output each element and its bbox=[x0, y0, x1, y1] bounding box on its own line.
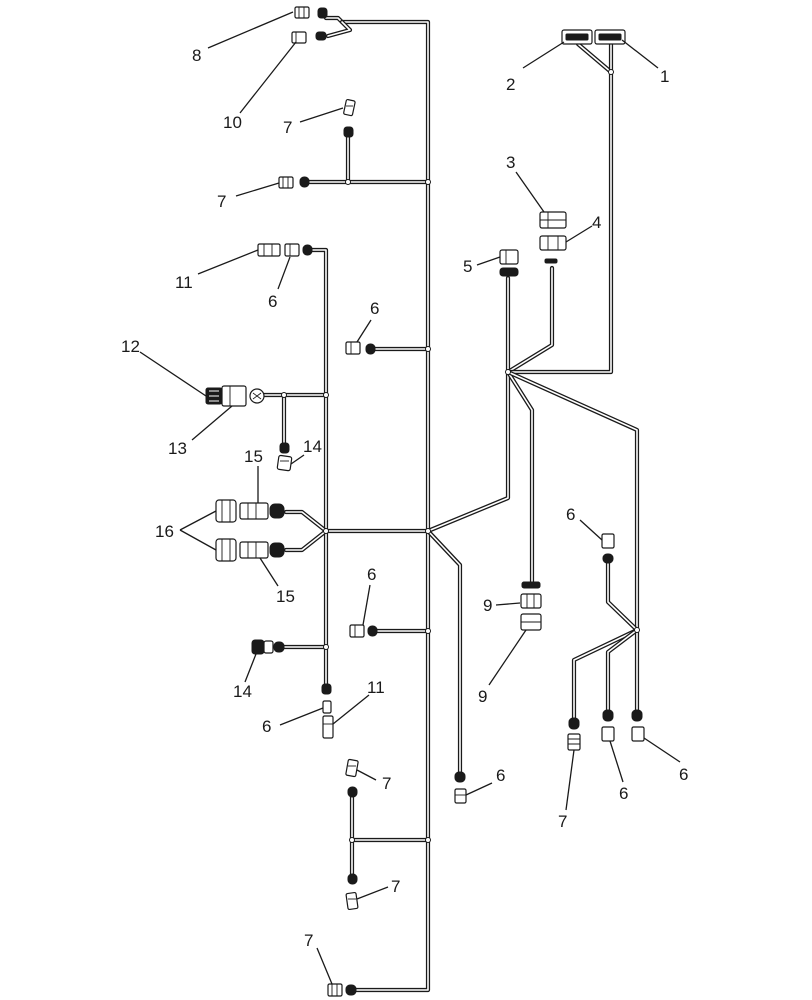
main-trunk-wire bbox=[323, 15, 431, 993]
callout-15: 15 bbox=[276, 587, 295, 606]
callout-6: 6 bbox=[370, 299, 379, 318]
callout-7: 7 bbox=[391, 877, 400, 896]
connector-6-fan-right[interactable] bbox=[631, 709, 645, 742]
connector-7-top[interactable] bbox=[294, 6, 328, 19]
connector-6-bottom-mid[interactable] bbox=[454, 771, 467, 804]
callout-5: 5 bbox=[463, 257, 472, 276]
connector-7-floating[interactable] bbox=[343, 99, 356, 117]
cross-link-wire bbox=[425, 369, 511, 534]
callout-16: 16 bbox=[155, 522, 174, 541]
callout-6: 6 bbox=[268, 292, 277, 311]
callout-10: 10 bbox=[223, 113, 242, 132]
connector-8[interactable] bbox=[520, 581, 542, 609]
callout-6: 6 bbox=[619, 784, 628, 803]
connector-7-stub-end[interactable] bbox=[343, 126, 354, 138]
connector-14-lower[interactable] bbox=[251, 639, 285, 655]
callout-12: 12 bbox=[121, 337, 140, 356]
connector-7-fan[interactable] bbox=[567, 717, 581, 751]
callout-3: 3 bbox=[506, 153, 515, 172]
callout-7: 8 bbox=[192, 46, 201, 65]
connector-16-upper[interactable] bbox=[215, 499, 237, 523]
callout-14: 14 bbox=[303, 437, 322, 456]
callout-8: 9 bbox=[483, 596, 492, 615]
hub-wire-4 bbox=[505, 265, 555, 375]
callout-6: 6 bbox=[262, 717, 271, 736]
connector-6-upper[interactable] bbox=[284, 243, 313, 257]
fan-wire-6-top bbox=[605, 555, 640, 633]
secondary-trunk-wire bbox=[307, 247, 431, 534]
connector-15-upper[interactable] bbox=[239, 502, 285, 520]
connector-6-trunk-end[interactable] bbox=[321, 683, 332, 714]
connector-7-upper[interactable] bbox=[278, 176, 310, 189]
callout-15: 15 bbox=[244, 447, 263, 466]
top-fork-wire bbox=[325, 19, 353, 39]
callout-11: 11 bbox=[175, 273, 193, 292]
callout-7: 7 bbox=[558, 812, 567, 831]
branch-wire-6-bottom bbox=[425, 528, 463, 779]
callout-7: 7 bbox=[304, 931, 313, 950]
connector-6-lower-mid[interactable] bbox=[349, 624, 378, 638]
connector-7-bottom[interactable] bbox=[327, 983, 357, 997]
connector-11-lower[interactable] bbox=[322, 715, 334, 739]
callout-14: 14 bbox=[233, 682, 252, 701]
leader-lines bbox=[139, 11, 681, 985]
connector-15-lower[interactable] bbox=[239, 541, 285, 559]
callout-6: 6 bbox=[367, 565, 376, 584]
connector-3[interactable] bbox=[539, 211, 567, 229]
connector-14-upper[interactable] bbox=[276, 442, 293, 472]
callout-9: 9 bbox=[478, 687, 487, 706]
connector-6-fan-mid[interactable] bbox=[601, 709, 615, 742]
connector-11-upper[interactable] bbox=[257, 243, 281, 257]
connector-7-lower-upper[interactable] bbox=[345, 758, 359, 798]
connector-12[interactable] bbox=[205, 387, 223, 405]
connector-13[interactable] bbox=[221, 385, 265, 407]
harness-wires bbox=[261, 15, 640, 993]
callout-6: 6 bbox=[679, 765, 688, 784]
callout-7: 7 bbox=[283, 118, 292, 137]
connector-10[interactable] bbox=[291, 31, 327, 44]
connectors bbox=[205, 6, 645, 997]
connector-1[interactable] bbox=[594, 29, 626, 45]
connector-16-lower[interactable] bbox=[215, 538, 237, 562]
connector-6-mid[interactable] bbox=[345, 341, 376, 355]
callout-6: 6 bbox=[496, 766, 505, 785]
connector-4[interactable] bbox=[539, 235, 567, 264]
callout-11: 11 bbox=[367, 678, 385, 697]
connector-6-fan-top[interactable] bbox=[601, 533, 615, 564]
callout-6: 6 bbox=[566, 505, 575, 524]
fan-wire-7 bbox=[571, 627, 640, 725]
callout-2: 2 bbox=[506, 75, 515, 94]
connector-9[interactable] bbox=[520, 613, 542, 631]
connector-2[interactable] bbox=[561, 29, 593, 45]
connector-7-lower-lower[interactable] bbox=[345, 873, 359, 911]
callout-7: 7 bbox=[217, 192, 226, 211]
connector-5[interactable] bbox=[499, 249, 519, 277]
callout-labels: 8 10 7 7 11 6 6 12 13 14 15 16 15 6 14 1… bbox=[121, 46, 688, 950]
callout-4: 4 bbox=[592, 213, 601, 232]
junction-nodes bbox=[281, 69, 640, 843]
callout-13: 13 bbox=[168, 439, 187, 458]
callout-1: 1 bbox=[660, 67, 669, 86]
callout-7: 7 bbox=[382, 774, 391, 793]
